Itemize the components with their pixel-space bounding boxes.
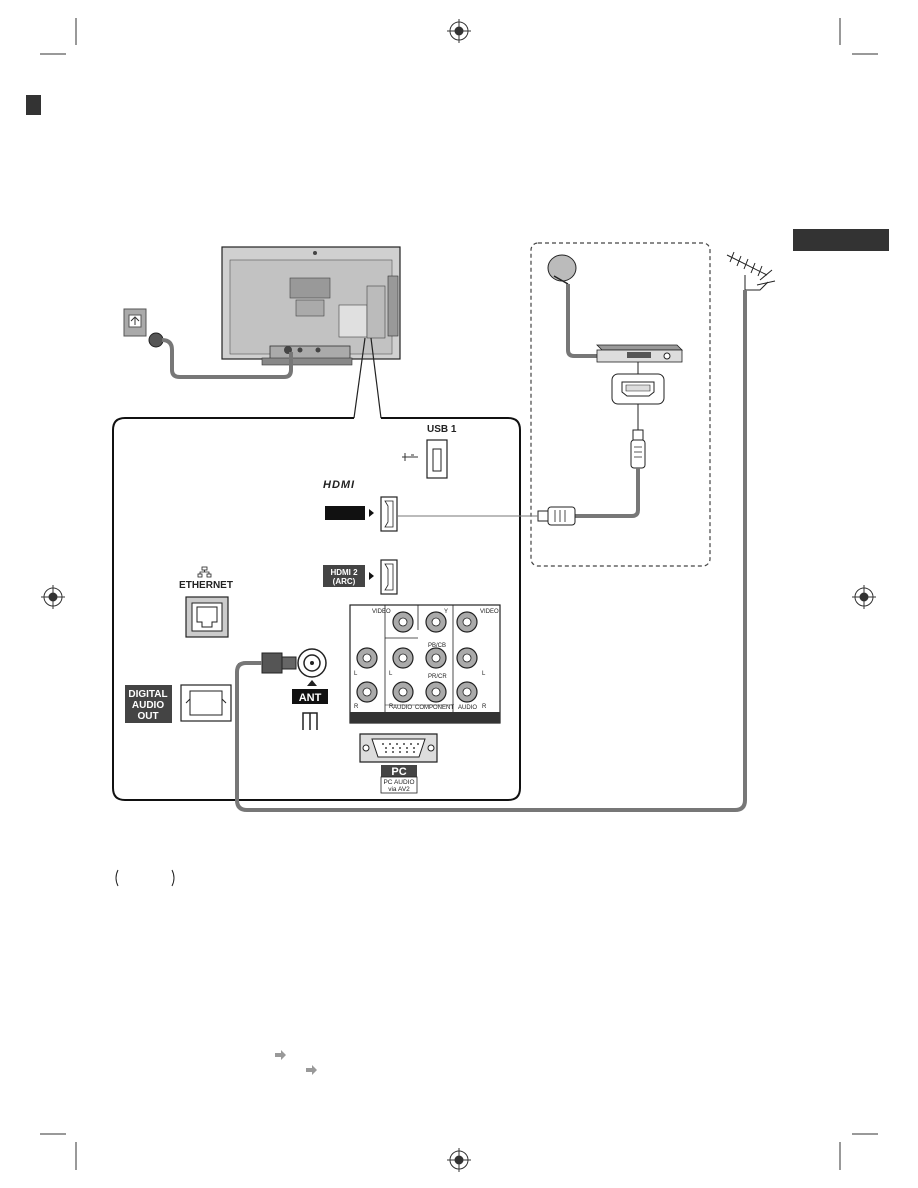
hdmi-out-port-zoom (611, 362, 665, 405)
hdmi-cable (397, 404, 646, 526)
hdmi2-arc-label: (ARC) (333, 577, 356, 586)
svg-text:VIDEO: VIDEO (480, 609, 499, 615)
pc-vga-port: PC PC AUDIO via AV2 (359, 733, 438, 794)
svg-text:AUDIO: AUDIO (132, 700, 164, 711)
usb-port: USB 1 (402, 424, 457, 479)
svg-text:L: L (389, 671, 393, 677)
ant-label: ANT (299, 692, 322, 704)
antenna-cable (235, 290, 747, 812)
set-top-box (596, 344, 683, 363)
svg-text:COMPONENT: COMPONENT (415, 705, 454, 711)
svg-text:R: R (354, 704, 359, 710)
chapter-tab (793, 229, 889, 251)
svg-text:R: R (482, 704, 487, 710)
ethernet-port: ETHERNET (179, 566, 233, 638)
svg-text:Y: Y (444, 609, 448, 615)
hdmi2-port: HDMI 2 (ARC) (323, 559, 398, 595)
aerial-antenna-icon (726, 251, 776, 291)
svg-text:R: R (389, 704, 394, 710)
hdmi-logo: HDMI (323, 479, 355, 491)
reference-arrow-icon (306, 1065, 317, 1075)
ethernet-label: ETHERNET (179, 580, 233, 591)
hdmi1-port (325, 496, 398, 532)
svg-text:via AV2: via AV2 (388, 786, 410, 793)
crop-marks (40, 18, 878, 1170)
antenna-port: ANT (238, 648, 328, 730)
network-icon (197, 566, 212, 578)
satellite-dish-icon (547, 254, 600, 358)
mains-socket (123, 308, 293, 379)
hdmi2-label: HDMI 2 (330, 568, 358, 577)
external-device-area (530, 242, 711, 567)
svg-text:PC AUDIO: PC AUDIO (383, 779, 414, 786)
svg-text:AUDIO: AUDIO (458, 705, 477, 711)
registration-mark-top (447, 19, 471, 43)
svg-text:DIGITAL: DIGITAL (128, 689, 167, 700)
svg-text:PR/CR: PR/CR (428, 674, 447, 680)
bracket-left (115, 869, 119, 887)
registration-mark-right (852, 585, 876, 609)
svg-text:OUT: OUT (137, 711, 158, 722)
connection-panel (112, 417, 521, 801)
tv-rear-view (221, 246, 401, 366)
registration-mark-bottom (447, 1148, 471, 1172)
svg-text:VIDEO: VIDEO (372, 609, 391, 615)
section-marker (26, 95, 41, 115)
registration-mark-left (41, 585, 65, 609)
av-input-panel: VIDEO VIDEO Y PB/CB PR/CR L L L R R R AU… (349, 604, 501, 724)
svg-text:L: L (482, 671, 486, 677)
usb-label: USB 1 (427, 424, 457, 435)
svg-text:L: L (354, 671, 358, 677)
digital-audio-out-port: DIGITAL AUDIO OUT (125, 684, 232, 723)
bracket-right (171, 869, 175, 887)
svg-text:PB/CB: PB/CB (428, 643, 446, 649)
svg-text:PC: PC (391, 766, 406, 778)
svg-text:AUDIO: AUDIO (393, 705, 412, 711)
reference-arrow-icon (275, 1050, 286, 1060)
